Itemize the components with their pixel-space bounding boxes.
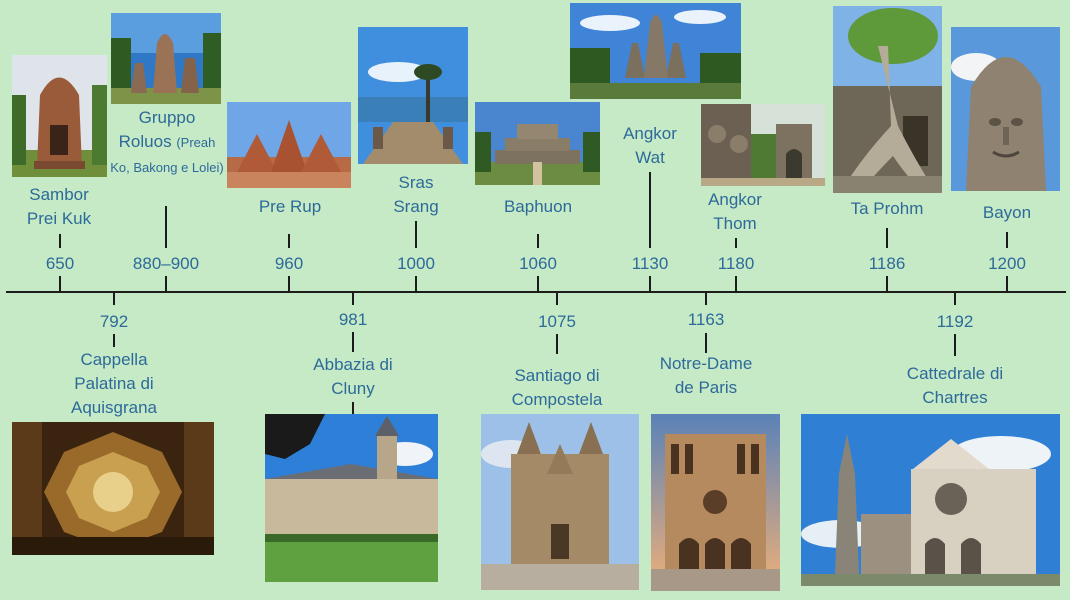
event-stem-1000 [415,221,417,248]
event-year-1163: 1163 [687,310,725,329]
event-label-880-900: Gruppo Roluos (Preah Ko, Bakong e Lolei) [110,108,224,175]
event-stem-1060 [537,234,539,248]
santiago-cathedral-photo [481,414,639,590]
event-year-650: 650 [45,254,75,273]
axis-tick-792 [113,293,115,305]
palatine-chapel-interior-photo [12,422,214,555]
event-label-960: Pre Rup [258,197,322,216]
event-label-1060: Baphuon [503,197,573,216]
timeline-axis [6,291,1066,293]
axis-tick-1200 [1006,276,1008,292]
event-stem-792 [113,334,115,347]
event-year-1186: 1186 [868,254,906,273]
event-stem-1130 [649,172,651,248]
event-stem-1186 [886,228,888,248]
event-stem-650 [59,234,61,248]
axis-tick-1186 [886,276,888,292]
sras-srang-reservoir-photo [358,27,468,164]
event-stem-960 [288,234,290,248]
axis-tick-1180 [735,276,737,292]
event-year-792: 792 [99,312,129,331]
axis-tick-1163 [705,293,707,305]
event-year-880-900: 880–900 [132,254,200,273]
event-label-1186: Ta Prohm [850,199,924,218]
event-year-1180: 1180 [717,254,755,273]
axis-tick-960 [288,276,290,292]
event-year-981: 981 [338,310,368,329]
event-year-1192: 1192 [936,312,974,331]
event-stem-981 [352,332,354,352]
baphuon-temple-photo [475,102,600,185]
axis-tick-981 [352,293,354,305]
angkor-wat-photo [570,3,741,99]
event-year-960: 960 [274,254,304,273]
cluny-abbey-photo [265,414,438,582]
event-stem-1163 [705,333,707,353]
axis-tick-1000 [415,276,417,292]
axis-tick-1060 [537,276,539,292]
event-stem-1075 [556,334,558,354]
event-year-1000: 1000 [397,254,435,273]
ta-prohm-tree-photo [833,6,942,193]
event-year-1060: 1060 [519,254,557,273]
notre-dame-facade-photo [651,414,780,591]
axis-tick-880-900 [165,276,167,292]
event-stem-981-lower [352,402,354,414]
event-year-1075: 1075 [538,312,576,331]
event-stem-1200 [1006,232,1008,248]
axis-tick-1192 [954,293,956,305]
chartres-cathedral-photo [801,414,1060,586]
axis-tick-650 [59,276,61,292]
event-stem-880-900 [165,206,167,248]
event-stem-1192 [954,334,956,356]
event-label-1200: Bayon [982,203,1032,222]
roluos-temple-photo [111,13,221,104]
khmer-brick-tower-photo [12,55,107,177]
event-year-1200: 1200 [988,254,1026,273]
event-year-1130: 1130 [631,254,669,273]
angkor-thom-gate-photo [701,104,825,186]
axis-tick-1075 [556,293,558,305]
axis-tick-1130 [649,276,651,292]
bayon-face-tower-photo [951,27,1060,191]
pre-rup-temple-photo [227,102,351,188]
event-stem-1180 [735,238,737,248]
